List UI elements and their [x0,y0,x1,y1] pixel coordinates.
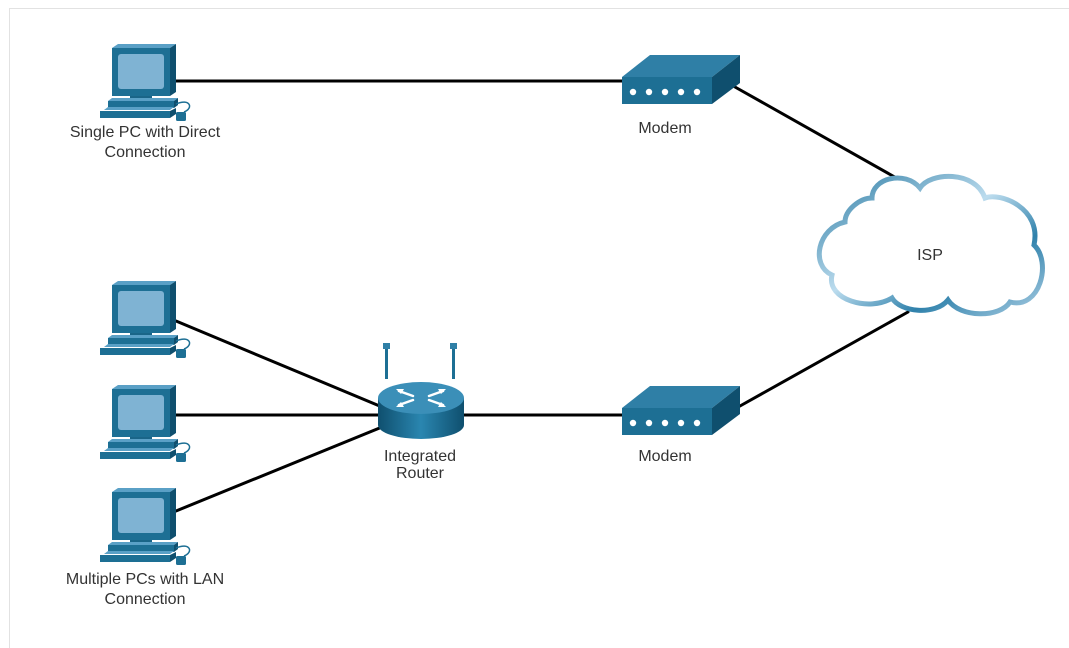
modem-top-label: Modem [638,120,691,137]
diagram-frame [9,8,1069,648]
pc-single-label-line1: Single PC with Direct [70,124,221,141]
isp-label: ISP [917,247,943,264]
pc-lan-label-line1: Multiple PCs with LAN [66,571,224,588]
link-modem-bottom-isp [738,310,910,408]
pc-lan-label-line2: Connection [105,591,186,608]
modem-bottom-label: Modem [638,448,691,465]
link-modem-top-isp [733,85,918,191]
isp-cloud-icon[interactable] [816,174,1045,317]
pc-lan-1-icon[interactable] [99,280,191,359]
pc-lan-2-icon[interactable] [99,384,191,463]
router-label-line2: Router [396,465,445,482]
modem-bottom-icon[interactable] [622,386,740,435]
pc-lan-3-icon[interactable] [99,487,191,566]
pc-single-label-line2: Connection [105,144,186,161]
router-label-line1: Integrated [384,448,456,465]
link-pc-lan-1-router [174,319,384,409]
network-diagram: ISP Modem Modem Single PC with Direct Co… [66,43,1045,608]
router-icon[interactable] [378,343,464,439]
modem-top-icon[interactable] [622,55,740,104]
link-pc-lan-3-router [174,425,384,513]
